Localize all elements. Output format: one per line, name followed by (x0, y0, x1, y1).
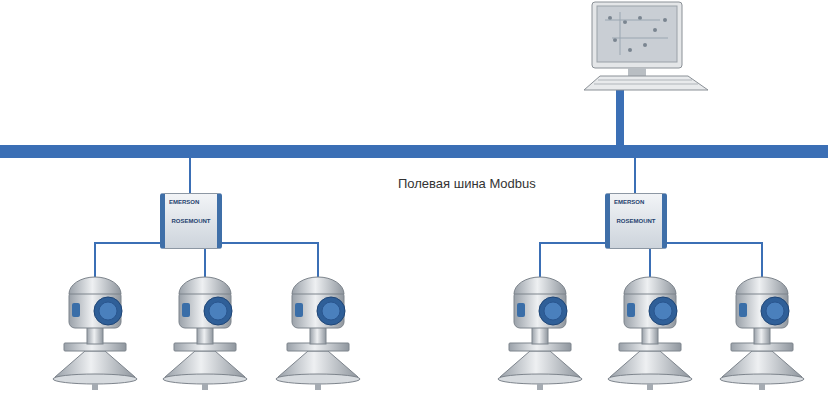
tank-hub: EMERSON ROSEMOUNT (605, 193, 667, 249)
radar-gauge (276, 277, 360, 390)
radar-gauge (608, 277, 692, 390)
computer (584, 2, 708, 146)
brand-label: ROSEMOUNT (614, 218, 658, 225)
wires (95, 158, 762, 280)
brand-label: EMERSON (614, 199, 658, 206)
radar-gauge (720, 277, 804, 390)
radar-gauges (53, 277, 804, 390)
bus-label: Полевая шина Modbus (398, 176, 536, 191)
brand-label: EMERSON (169, 199, 213, 206)
radar-gauge (53, 277, 137, 390)
modbus-bus (0, 145, 828, 158)
radar-gauge (163, 277, 247, 390)
tank-hub: EMERSON ROSEMOUNT (160, 193, 222, 249)
radar-gauge (498, 277, 582, 390)
brand-label: ROSEMOUNT (169, 218, 213, 225)
